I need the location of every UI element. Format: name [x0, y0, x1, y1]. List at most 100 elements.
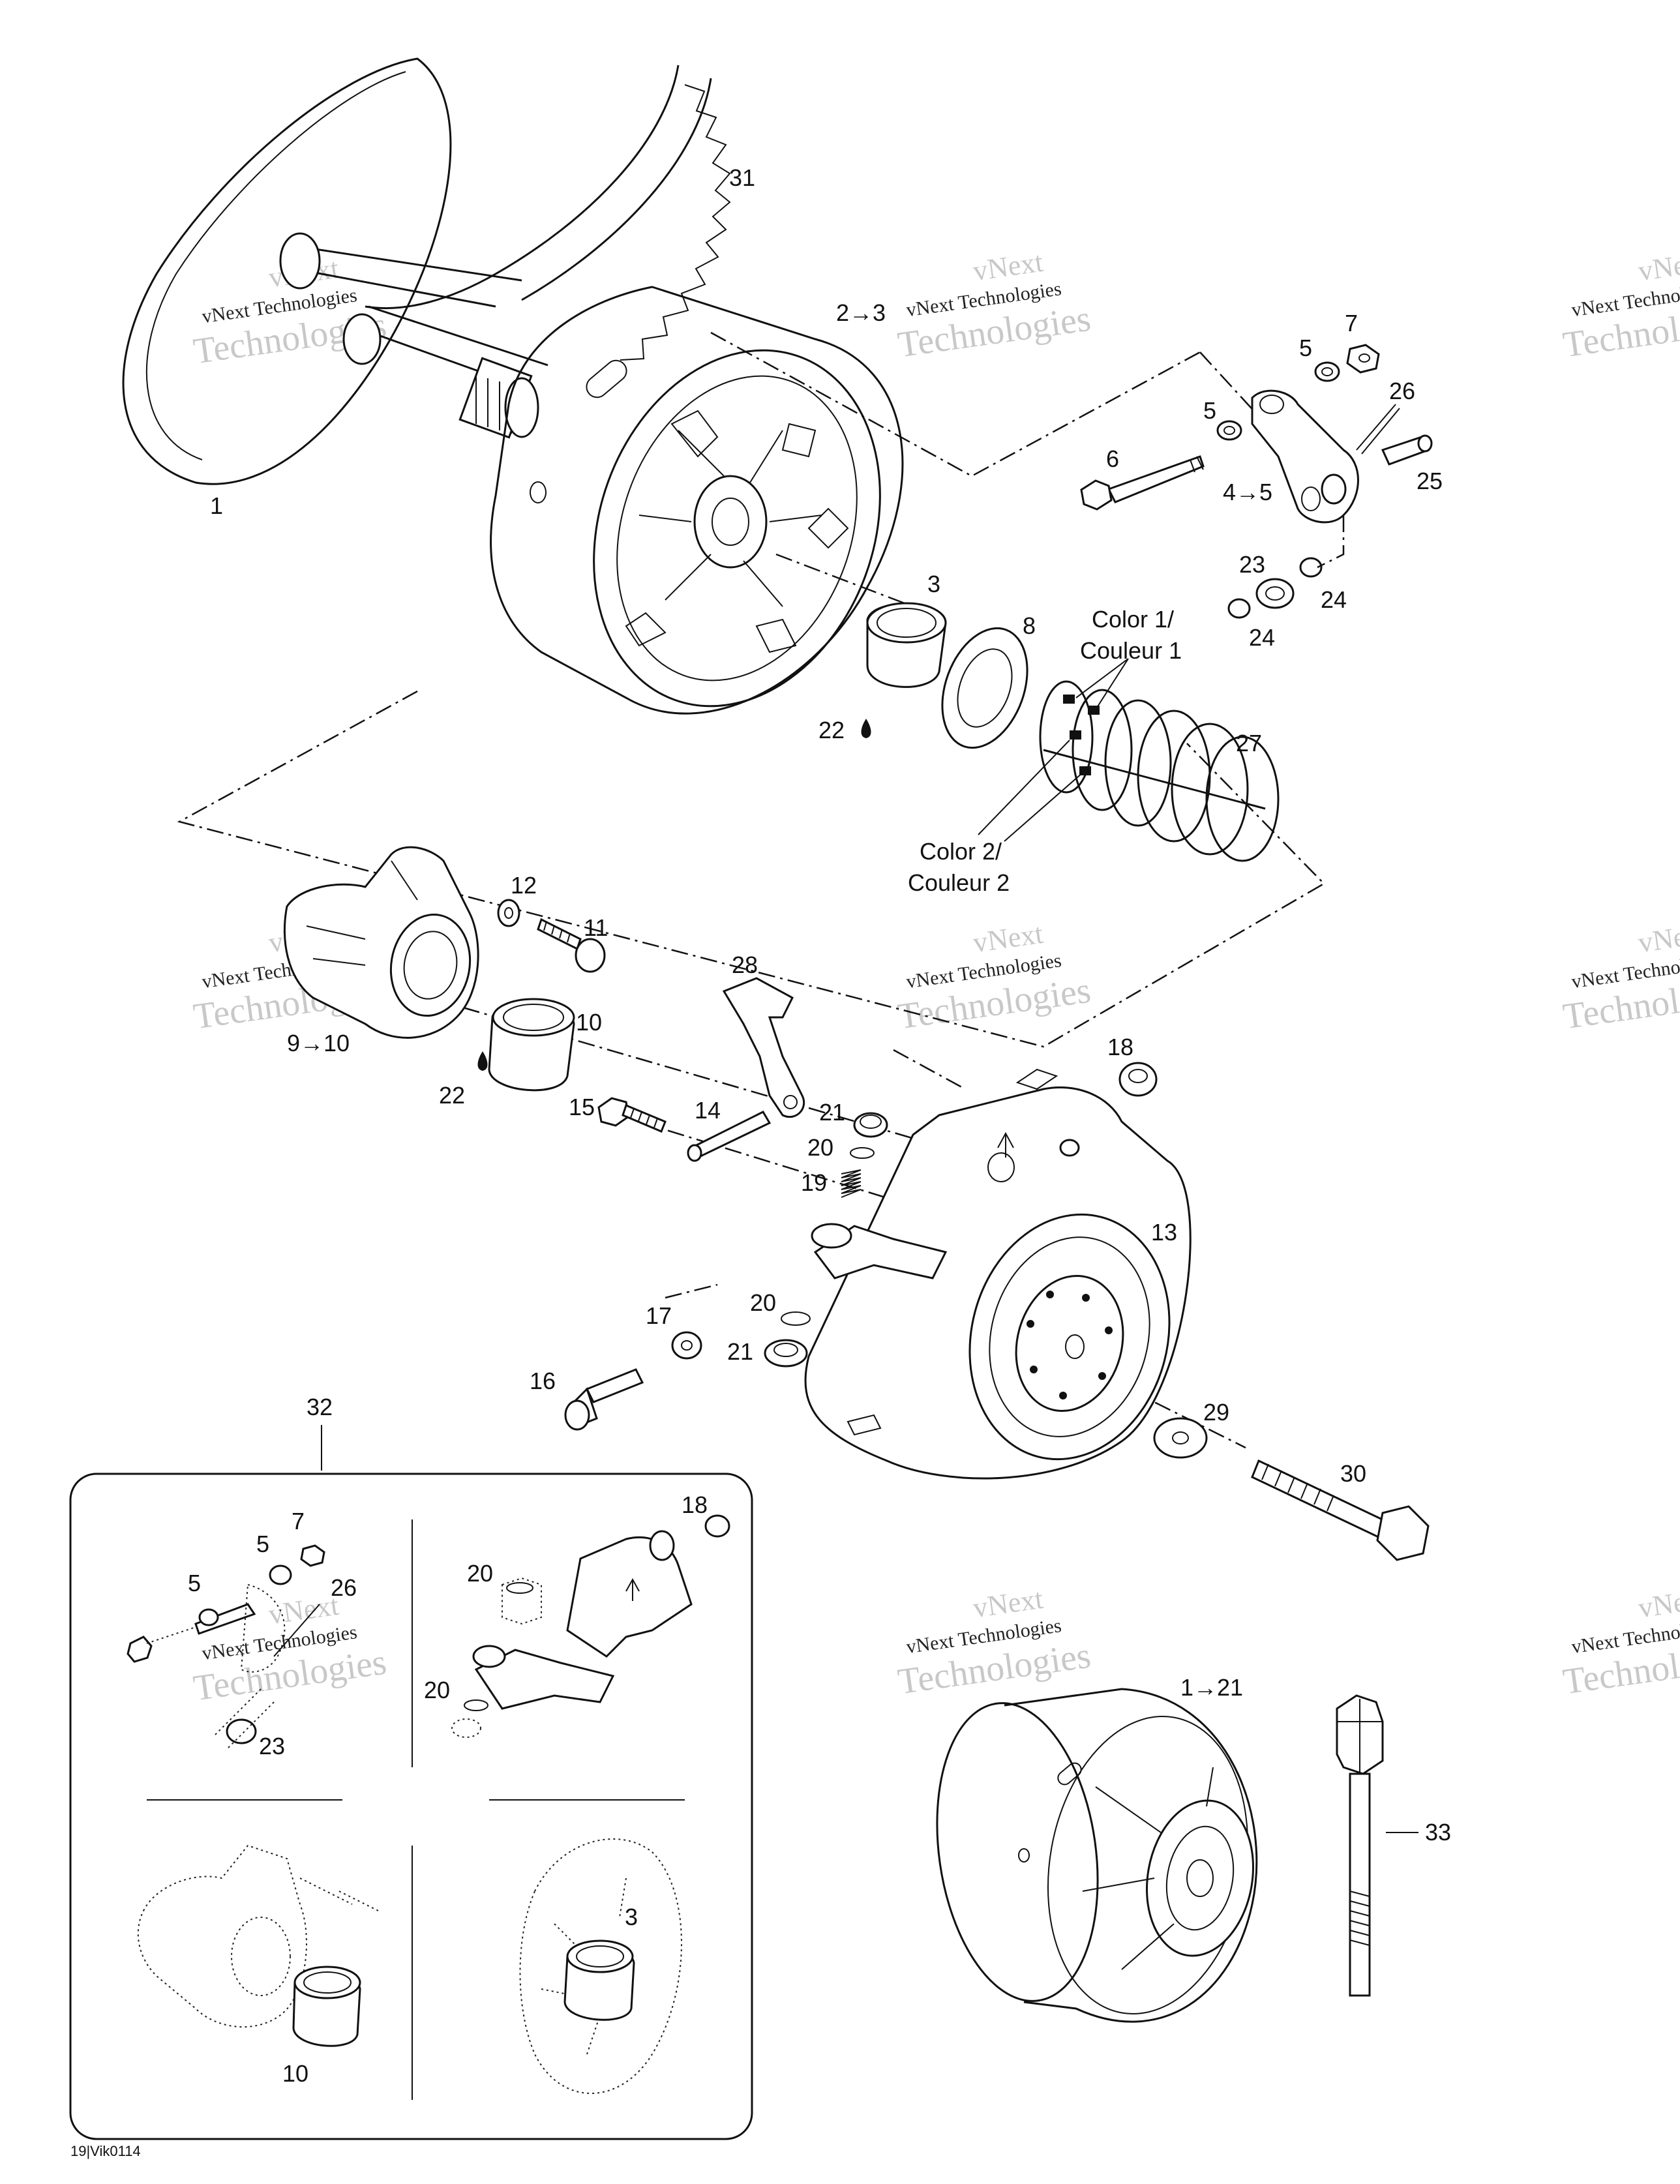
- part-25-pin: [1381, 434, 1433, 466]
- inset-callout-20b: 20: [424, 1677, 450, 1703]
- color-1-line1: Color 1/: [1092, 606, 1174, 633]
- watermark: vNext vNext Technologies Technologies: [1561, 246, 1680, 366]
- part-1-fixed-sheave: [122, 57, 548, 485]
- callout-21a: 21: [819, 1099, 845, 1126]
- inset-callout-10: 10: [282, 2060, 308, 2087]
- color-2-line1: Color 2/: [920, 838, 1002, 865]
- inset-callout-23: 23: [259, 1733, 285, 1759]
- callout-labels: 31 1 2→3 7 5 26 5 6 25 4→5 23 24 24 3 8 …: [70, 164, 1451, 2159]
- part-2-movable-sheave: [490, 286, 904, 715]
- part-4-roller-arm: [1251, 389, 1359, 524]
- inset-callout-18: 18: [682, 1491, 708, 1518]
- callout-29: 29: [1203, 1399, 1229, 1426]
- callout-5b: 5: [1203, 397, 1216, 424]
- part-19-spring: [841, 1169, 862, 1198]
- watermark: vNext vNext Technologies Technologies: [1561, 918, 1680, 1038]
- callout-26: 26: [1389, 378, 1415, 404]
- callout-18: 18: [1107, 1034, 1133, 1060]
- callout-1-21: 1→21: [1180, 1674, 1243, 1701]
- part-26-cotter-pin: [1356, 404, 1400, 455]
- part-27-spring: [1039, 680, 1280, 862]
- inset-sheave-bushing: [519, 1838, 682, 2094]
- callout-32: 32: [307, 1394, 333, 1420]
- part-15-bolt: [597, 1097, 667, 1133]
- callout-7: 7: [1345, 310, 1358, 337]
- callout-4-5: 4→5: [1223, 479, 1272, 505]
- callout-20a: 20: [807, 1134, 833, 1161]
- part-1-21-assembled-clutch: [936, 1688, 1258, 2023]
- part-20-ring-upper: [850, 1147, 875, 1159]
- svg-text:vNext: vNext: [1636, 1583, 1680, 1624]
- callout-20b: 20: [750, 1289, 776, 1316]
- callout-6: 6: [1106, 445, 1119, 472]
- lubricant-drop-icon: [861, 719, 871, 738]
- callout-15: 15: [569, 1094, 595, 1120]
- watermark: vNext vNext Technologies Technologies: [895, 246, 1094, 366]
- part-10-bushing: [488, 998, 575, 1092]
- part-6-pin-bolt: [1080, 455, 1205, 511]
- callout-10: 10: [576, 1009, 602, 1036]
- callout-33: 33: [1425, 1819, 1451, 1846]
- inset-callout-3: 3: [625, 1904, 638, 1930]
- color-callout-leaders: [978, 658, 1129, 842]
- arm-guide: [1317, 515, 1345, 569]
- callout-16: 16: [530, 1368, 556, 1394]
- part-17-washer: [671, 1331, 702, 1360]
- part-24-washers: [1227, 557, 1323, 619]
- part-18-nut: [1118, 1062, 1158, 1097]
- callout-17: 17: [646, 1302, 672, 1329]
- inset-arm-assembly: [127, 1544, 325, 1748]
- callout-28: 28: [732, 951, 758, 978]
- callout-23: 23: [1239, 551, 1265, 578]
- part-9-cam: [283, 846, 479, 1039]
- callout-30: 30: [1340, 1460, 1366, 1487]
- callout-21b: 21: [727, 1338, 753, 1365]
- part-29-washer: [1153, 1417, 1208, 1459]
- part-31-drive-belt: [365, 65, 731, 361]
- part-5-washers: [1216, 361, 1340, 441]
- callout-12: 12: [511, 872, 537, 899]
- part-7-nut: [1346, 344, 1380, 374]
- part-28-lever: [722, 977, 805, 1118]
- callout-8: 8: [1023, 612, 1036, 639]
- svg-text:vNext: vNext: [1636, 918, 1680, 959]
- callout-31: 31: [729, 164, 755, 191]
- inset-callout-7: 7: [292, 1508, 305, 1534]
- inset-callout-20a: 20: [467, 1560, 493, 1587]
- callout-5a: 5: [1299, 335, 1312, 361]
- part-21-cap-upper: [853, 1112, 888, 1138]
- watermark: vNext vNext Technologies Technologies: [895, 918, 1094, 1038]
- inset-callout-26: 26: [331, 1574, 357, 1601]
- inset-callout-5a: 5: [256, 1531, 269, 1557]
- callout-25: 25: [1417, 468, 1443, 494]
- callout-1: 1: [210, 492, 223, 519]
- callout-11: 11: [584, 914, 608, 941]
- part-13-spider: [804, 1068, 1192, 1480]
- lubricant-drop-icon: [477, 1051, 488, 1071]
- callout-22a: 22: [818, 717, 845, 743]
- color-1-line2: Couleur 1: [1080, 637, 1182, 664]
- part-11-screw: [537, 918, 606, 973]
- callout-24a: 24: [1321, 586, 1347, 613]
- callout-9-10: 9→10: [287, 1030, 350, 1056]
- part-30-bolt: [1251, 1459, 1430, 1561]
- callout-3: 3: [927, 571, 940, 597]
- part-16-bolt: [564, 1368, 644, 1431]
- part-20-ring-lower: [781, 1311, 811, 1326]
- inset-cam-bushing: [137, 1844, 379, 2047]
- part-14-pin: [687, 1111, 772, 1162]
- callout-22b: 22: [439, 1082, 465, 1109]
- callout-27: 27: [1236, 730, 1262, 756]
- part-12-washer: [497, 899, 520, 927]
- part-21-cap-lower: [764, 1339, 808, 1368]
- part-33-puller-tool: [1336, 1694, 1418, 1997]
- callout-13: 13: [1151, 1219, 1177, 1246]
- part-32-inset: [69, 1425, 753, 2140]
- watermark: vNext vNext Technologies Technologies: [191, 1589, 389, 1709]
- inset-callout-5b: 5: [188, 1570, 201, 1596]
- color-2-line2: Couleur 2: [908, 869, 1010, 896]
- callout-24b: 24: [1249, 624, 1275, 651]
- callout-19: 19: [801, 1169, 827, 1196]
- callout-14: 14: [695, 1097, 721, 1124]
